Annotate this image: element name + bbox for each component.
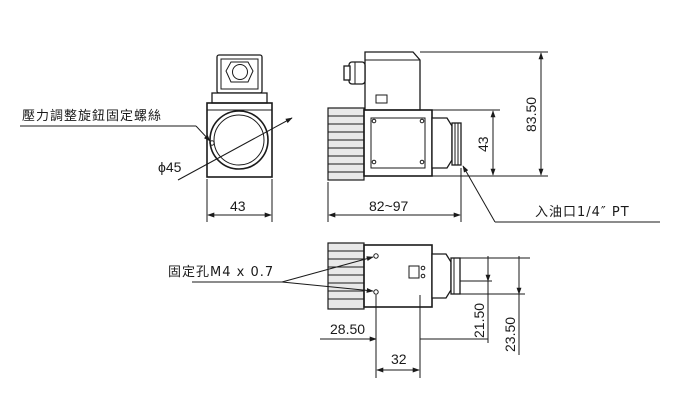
side-body — [363, 109, 433, 177]
dim-body-height: 43 — [475, 136, 491, 152]
front-neck — [211, 92, 268, 104]
dim-diameter: ϕ45 — [158, 159, 182, 175]
fixing-hole — [373, 289, 379, 295]
fixing-hole-leader — [281, 281, 374, 293]
port-thread — [451, 122, 462, 166]
adjust-screw-leader — [195, 125, 211, 142]
bottom-port-hex — [431, 253, 452, 299]
bottom-port — [408, 265, 420, 279]
oil-inlet-leader — [462, 165, 496, 223]
dim-front-width: 43 — [230, 198, 246, 214]
bottom-hole — [420, 265, 426, 271]
dim-height-21-5: 21.50 — [471, 303, 487, 338]
front-bore-outer — [209, 110, 269, 170]
dim-hole-distance: 28.50 — [330, 321, 365, 337]
port-hex — [431, 117, 453, 169]
front-connector — [216, 54, 263, 94]
front-connector-inner — [220, 58, 259, 90]
dim-width-32: 32 — [391, 351, 407, 367]
body-screw — [419, 118, 425, 124]
bottom-knob — [327, 242, 365, 310]
bottom-knurl-lines — [328, 250, 364, 300]
side-connector — [364, 51, 421, 111]
adjust-knob — [327, 107, 365, 181]
connector-nut — [225, 61, 254, 83]
knurl-lines — [328, 115, 364, 173]
body-screw — [371, 159, 377, 165]
side-body-inner — [370, 117, 426, 169]
label-fixing-hole: 固定孔M4 x 0.7 — [168, 265, 274, 280]
dim-total-height: 83.50 — [523, 97, 539, 132]
cable-gland-cap — [343, 65, 351, 81]
connector-hole — [232, 64, 248, 80]
body-screw — [419, 159, 425, 165]
dim-height-23-5: 23.50 — [502, 317, 518, 352]
cable-gland — [348, 61, 366, 85]
front-body — [206, 102, 273, 178]
bottom-port-thread — [450, 257, 461, 295]
bottom-hole — [420, 273, 426, 279]
front-bore-inner — [213, 114, 265, 166]
dim-length: 82~97 — [369, 198, 409, 214]
connector-label — [375, 94, 388, 104]
bottom-view — [327, 242, 461, 310]
diameter-leader — [177, 117, 293, 181]
fixing-hole — [373, 253, 379, 259]
fixing-hole-leader — [281, 256, 374, 283]
side-view — [327, 51, 462, 181]
adjust-screw-icon — [209, 140, 215, 146]
label-adjust-screw: 壓力調整旋鈕固定螺絲 — [22, 109, 162, 124]
body-screw — [371, 118, 377, 124]
label-oil-inlet: 入油口1/4″ PT — [535, 205, 630, 220]
front-view — [206, 54, 273, 178]
